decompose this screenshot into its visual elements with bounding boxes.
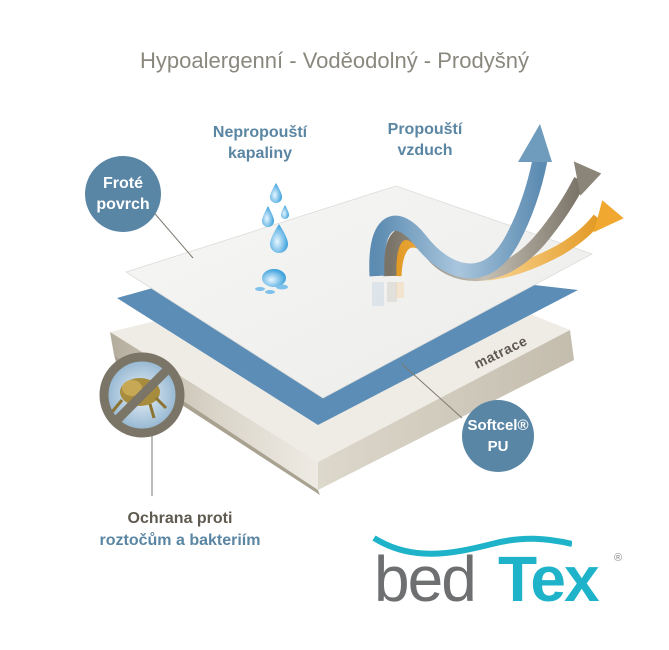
waterproof-label-line2: kapaliny <box>227 145 293 162</box>
breathable-label: Propouští vzduch <box>375 119 475 161</box>
logo-text-tex: Tex <box>498 543 600 615</box>
logo-wave-icon <box>372 535 572 557</box>
breathable-label-line2: vzduch <box>397 142 453 159</box>
terry-connector-line <box>149 207 194 259</box>
softcel-line2: PU <box>487 438 509 455</box>
protection-label: Ochrana proti roztočům a bakteriím <box>60 508 300 552</box>
page-title: Hypoalergenní - Voděodolný - Prodyšný <box>140 48 529 73</box>
softcel-pu-bubble: Softcel® PU <box>462 400 534 472</box>
air-flow-arrows-icon <box>369 124 624 306</box>
bedtex-logo: bed Tex ® <box>372 534 632 624</box>
softcel-connector-line <box>401 363 463 419</box>
terry-surface-line2: povrch <box>96 196 150 213</box>
waterproof-label: Nepropouští kapaliny <box>200 122 320 164</box>
no-dust-mites-icon <box>99 352 185 438</box>
water-drops-icon <box>255 183 289 294</box>
softcel-line1: Softcel® <box>467 417 529 434</box>
terry-top-sheet <box>125 185 593 399</box>
protection-label-line1: Ochrana proti <box>127 510 233 527</box>
terry-surface-line1: Froté <box>103 175 143 192</box>
registered-mark: ® <box>614 552 623 564</box>
terry-surface-bubble: Froté povrch <box>85 156 161 232</box>
protection-label-line2: roztočům a bakteriím <box>99 532 261 549</box>
waterproof-label-line1: Nepropouští <box>212 124 308 141</box>
logo-text-bed: bed <box>374 543 477 615</box>
breathable-label-line1: Propouští <box>387 121 463 138</box>
